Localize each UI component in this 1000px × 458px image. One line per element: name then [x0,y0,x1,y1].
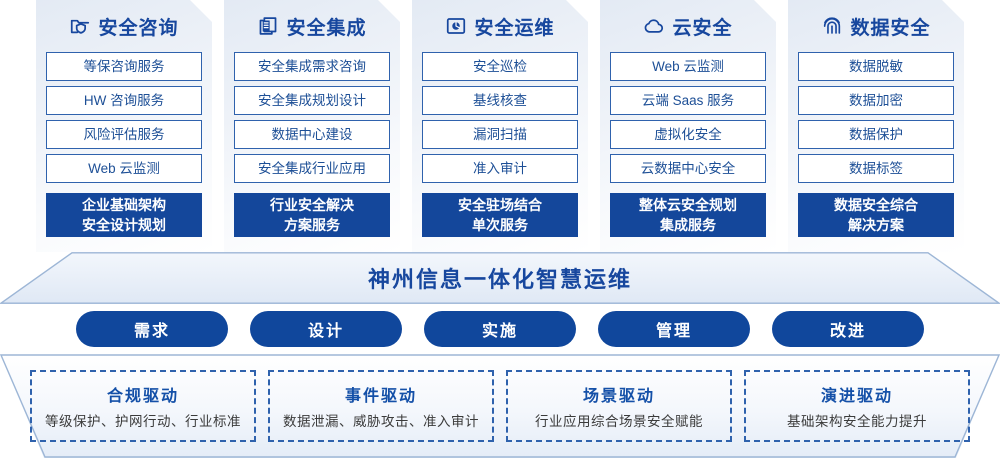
service-item[interactable]: 安全集成行业应用 [234,154,390,183]
folder-shield-icon [69,15,91,37]
service-item[interactable]: 基线核查 [422,86,578,115]
phase-pill-management[interactable]: 管理 [598,311,750,347]
driver-title: 合规驱动 [106,388,179,405]
service-list: Web 云监测 云端 Saas 服务 虚拟化安全 云数据中心安全 整体云安全规划… [610,52,766,237]
phase-pill-demand[interactable]: 需求 [76,311,228,347]
pillar-title: 数据安全 [850,17,931,39]
monitor-chart-icon [445,15,467,37]
driver-subtitle: 基础架构安全能力提升 [787,414,927,429]
phase-pill-implementation[interactable]: 实施 [424,311,576,347]
driver-subtitle: 行业应用综合场景安全赋能 [535,414,703,429]
pillar-title: 安全咨询 [98,17,179,39]
service-item[interactable]: 云数据中心安全 [610,154,766,183]
pillar-title: 安全运维 [474,17,555,39]
service-item[interactable]: 安全集成规划设计 [234,86,390,115]
driver-title: 场景驱动 [582,388,655,405]
service-item[interactable]: 风险评估服务 [46,120,202,149]
service-item[interactable]: 数据脱敏 [798,52,954,81]
pillar-header: 安全咨询 [46,0,202,52]
service-item[interactable]: HW 咨询服务 [46,86,202,115]
lifecycle-phases-row: 需求 设计 实施 管理 改进 [0,311,1000,347]
highlight-line: 整体云安全规划 [639,197,737,213]
service-item[interactable]: Web 云监测 [46,154,202,183]
phase-pill-design[interactable]: 设计 [250,311,402,347]
highlight-line: 安全设计规划 [82,217,166,233]
service-list: 安全巡检 基线核查 漏洞扫描 准入审计 安全驻场结合 单次服务 [422,52,578,237]
pillar-security-consulting[interactable]: 安全咨询 等保咨询服务 HW 咨询服务 风险评估服务 Web 云监测 企业基础架… [36,0,212,252]
driver-subtitle: 数据泄漏、威胁攻击、准入审计 [283,414,479,429]
service-item[interactable]: 安全集成需求咨询 [234,52,390,81]
pillar-data-security[interactable]: 数据安全 数据脱敏 数据加密 数据保护 数据标签 数据安全综合 解决方案 [788,0,964,252]
highlight-line: 企业基础架构 [82,197,166,213]
driver-subtitle: 等级保护、护网行动、行业标准 [45,414,241,429]
service-item[interactable]: 准入审计 [422,154,578,183]
service-list: 数据脱敏 数据加密 数据保护 数据标签 数据安全综合 解决方案 [798,52,954,237]
driver-card-evolution[interactable]: 演进驱动 基础架构安全能力提升 [744,370,970,442]
pillar-highlight-card[interactable]: 整体云安全规划 集成服务 [610,193,766,237]
pillar-security-operations[interactable]: 安全运维 安全巡检 基线核查 漏洞扫描 准入审计 安全驻场结合 单次服务 [412,0,588,252]
highlight-line: 集成服务 [660,217,716,233]
service-item[interactable]: 数据中心建设 [234,120,390,149]
stacked-documents-icon [257,15,279,37]
service-item[interactable]: 安全巡检 [422,52,578,81]
driver-title: 演进驱动 [820,388,893,405]
driver-card-scenario[interactable]: 场景驱动 行业应用综合场景安全赋能 [506,370,732,442]
phase-pill-improvement[interactable]: 改进 [772,311,924,347]
highlight-line: 行业安全解决 [270,197,354,213]
pillar-highlight-card[interactable]: 行业安全解决 方案服务 [234,193,390,237]
pillar-highlight-card[interactable]: 企业基础架构 安全设计规划 [46,193,202,237]
pillar-security-integration[interactable]: 安全集成 安全集成需求咨询 安全集成规划设计 数据中心建设 安全集成行业应用 行… [224,0,400,252]
pillar-header: 安全运维 [422,0,578,52]
driver-card-compliance[interactable]: 合规驱动 等级保护、护网行动、行业标准 [30,370,256,442]
highlight-line: 单次服务 [472,217,528,233]
service-item[interactable]: 漏洞扫描 [422,120,578,149]
highlight-line: 安全驻场结合 [458,197,542,213]
service-item[interactable]: 云端 Saas 服务 [610,86,766,115]
highlight-line: 解决方案 [848,217,904,233]
service-item[interactable]: Web 云监测 [610,52,766,81]
service-item[interactable]: 虚拟化安全 [610,120,766,149]
pillar-header: 云安全 [610,0,766,52]
pillar-title: 云安全 [672,17,733,39]
driver-title: 事件驱动 [344,388,417,405]
driver-card-incident[interactable]: 事件驱动 数据泄漏、威胁攻击、准入审计 [268,370,494,442]
pillar-title: 安全集成 [286,17,367,39]
drivers-row: 合规驱动 等级保护、护网行动、行业标准 事件驱动 数据泄漏、威胁攻击、准入审计 … [0,354,1000,458]
highlight-line: 方案服务 [284,217,340,233]
service-item[interactable]: 等保咨询服务 [46,52,202,81]
pillar-cloud-security[interactable]: 云安全 Web 云监测 云端 Saas 服务 虚拟化安全 云数据中心安全 整体云… [600,0,776,252]
service-item[interactable]: 数据标签 [798,154,954,183]
platform-banner-title: 神州信息一体化智慧运维 [367,267,632,292]
pillar-header: 安全集成 [234,0,390,52]
cloud-icon [643,15,665,37]
pillar-header: 数据安全 [798,0,954,52]
service-list: 安全集成需求咨询 安全集成规划设计 数据中心建设 安全集成行业应用 行业安全解决… [234,52,390,237]
service-item[interactable]: 数据保护 [798,120,954,149]
capability-pillars-row: 安全咨询 等保咨询服务 HW 咨询服务 风险评估服务 Web 云监测 企业基础架… [0,0,1000,252]
service-list: 等保咨询服务 HW 咨询服务 风险评估服务 Web 云监测 企业基础架构 安全设… [46,52,202,237]
fingerprint-icon [821,15,843,37]
highlight-line: 数据安全综合 [834,197,918,213]
service-item[interactable]: 数据加密 [798,86,954,115]
pillar-highlight-card[interactable]: 数据安全综合 解决方案 [798,193,954,237]
pillar-highlight-card[interactable]: 安全驻场结合 单次服务 [422,193,578,237]
